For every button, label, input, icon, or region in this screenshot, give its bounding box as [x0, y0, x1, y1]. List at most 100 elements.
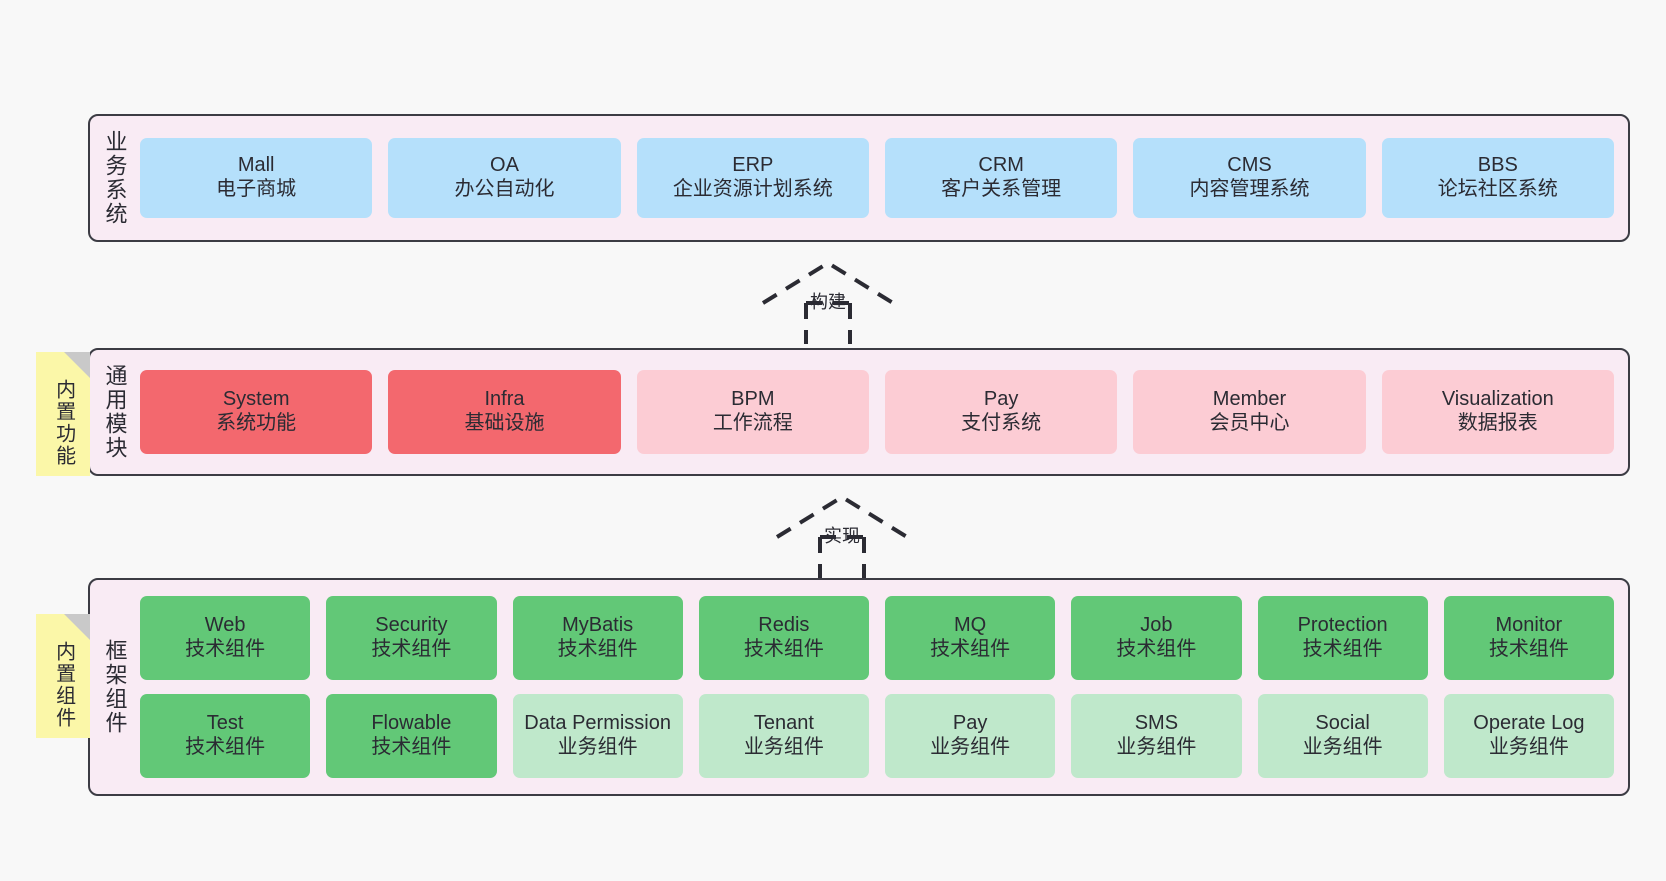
- card-subtitle: 办公自动化: [454, 178, 555, 200]
- card-subtitle: 技术组件: [371, 638, 452, 660]
- card-test[interactable]: Test 技术组件: [140, 694, 311, 778]
- card-flowable[interactable]: Flowable 技术组件: [326, 694, 497, 778]
- card-subtitle: 电子商城: [216, 178, 297, 200]
- card-title: Pay: [952, 712, 988, 735]
- card-title: Protection: [1297, 614, 1388, 637]
- card-bbs[interactable]: BBS 论坛社区系统: [1381, 138, 1614, 218]
- layer-body-common-modules: System 系统功能 Infra 基础设施 BPM 工作流程 Pay 支付系统…: [140, 350, 1628, 474]
- card-row: Test 技术组件 Flowable 技术组件 Data Permission …: [140, 694, 1614, 778]
- card-row: Web 技术组件 Security 技术组件 MyBatis 技术组件 Redi…: [140, 596, 1614, 680]
- card-title: Flowable: [371, 712, 452, 735]
- card-monitor[interactable]: Monitor 技术组件: [1443, 596, 1614, 680]
- card-title: Security: [375, 614, 448, 637]
- card-subtitle: 论坛社区系统: [1437, 178, 1558, 200]
- card-operate-log[interactable]: Operate Log 业务组件: [1443, 694, 1614, 778]
- arrow-implement-label: 实现: [824, 526, 860, 546]
- arrow-build-label: 构建: [810, 292, 846, 312]
- card-mq[interactable]: MQ 技术组件: [885, 596, 1056, 680]
- arrow-implement: 实现: [772, 492, 912, 578]
- note-text: 内置组件: [52, 641, 75, 729]
- card-bpm[interactable]: BPM 工作流程: [636, 370, 869, 454]
- card-security[interactable]: Security 技术组件: [326, 596, 497, 680]
- card-title: MyBatis: [562, 614, 634, 637]
- card-subtitle: 业务组件: [1302, 736, 1383, 758]
- card-subtitle: 系统功能: [216, 412, 297, 434]
- layer-business-systems: 业务系统 Mall 电子商城 OA 办公自动化 ERP 企业资源计划系统 CRM…: [88, 114, 1630, 242]
- card-social[interactable]: Social 业务组件: [1257, 694, 1428, 778]
- card-title: Mall: [237, 154, 275, 177]
- card-title: Infra: [484, 388, 525, 411]
- card-subtitle: 技术组件: [1116, 638, 1197, 660]
- card-cms[interactable]: CMS 内容管理系统: [1133, 138, 1366, 218]
- card-subtitle: 客户关系管理: [941, 178, 1062, 200]
- card-title: OA: [490, 154, 519, 177]
- card-title: Data Permission: [524, 712, 671, 735]
- layer-label-business-systems: 业务系统: [102, 130, 128, 226]
- card-protection[interactable]: Protection 技术组件: [1257, 596, 1428, 680]
- card-tenant[interactable]: Tenant 业务组件: [698, 694, 869, 778]
- layer-framework-components: 框架组件 Web 技术组件 Security 技术组件 MyBatis 技术组件…: [88, 578, 1630, 796]
- layer-common-modules: 通用模块 System 系统功能 Infra 基础设施 BPM 工作流程 Pay…: [88, 348, 1630, 476]
- card-title: Monitor: [1495, 614, 1563, 637]
- card-row: Mall 电子商城 OA 办公自动化 ERP 企业资源计划系统 CRM 客户关系…: [140, 138, 1614, 218]
- card-sms[interactable]: SMS 业务组件: [1071, 694, 1242, 778]
- card-subtitle: 企业资源计划系统: [672, 178, 833, 200]
- note-builtin-components: 内置组件: [36, 614, 90, 738]
- note-fold-corner-icon: [64, 614, 90, 640]
- card-title: System: [222, 388, 290, 411]
- card-subtitle: 技术组件: [185, 736, 266, 758]
- layer-label-common-modules: 通用模块: [102, 364, 128, 460]
- card-erp[interactable]: ERP 企业资源计划系统: [636, 138, 869, 218]
- card-visualization[interactable]: Visualization 数据报表: [1381, 370, 1614, 454]
- arrow-build-glyph: [761, 260, 895, 344]
- card-subtitle: 业务组件: [930, 736, 1011, 758]
- card-subtitle: 技术组件: [557, 638, 638, 660]
- card-title: Test: [206, 712, 244, 735]
- card-infra[interactable]: Infra 基础设施: [388, 370, 621, 454]
- layer-body-framework-components: Web 技术组件 Security 技术组件 MyBatis 技术组件 Redi…: [140, 580, 1628, 794]
- card-title: CMS: [1227, 154, 1272, 177]
- card-title: MQ: [954, 614, 987, 637]
- card-pay-component[interactable]: Pay 业务组件: [885, 694, 1056, 778]
- card-title: Operate Log: [1473, 712, 1585, 735]
- card-title: ERP: [732, 154, 774, 177]
- card-web[interactable]: Web 技术组件: [140, 596, 311, 680]
- card-mybatis[interactable]: MyBatis 技术组件: [512, 596, 683, 680]
- card-title: Visualization: [1441, 388, 1554, 411]
- card-subtitle: 基础设施: [464, 412, 545, 434]
- layer-label-framework-components: 框架组件: [102, 639, 128, 735]
- card-oa[interactable]: OA 办公自动化: [388, 138, 621, 218]
- arrow-implement-glyph: [775, 494, 909, 578]
- card-job[interactable]: Job 技术组件: [1071, 596, 1242, 680]
- card-title: Web: [204, 614, 246, 637]
- card-subtitle: 技术组件: [371, 736, 452, 758]
- card-title: Tenant: [753, 712, 814, 735]
- card-subtitle: 业务组件: [557, 736, 638, 758]
- card-mall[interactable]: Mall 电子商城: [140, 138, 373, 218]
- card-data-permission[interactable]: Data Permission 业务组件: [512, 694, 683, 778]
- card-subtitle: 工作流程: [712, 412, 793, 434]
- card-subtitle: 技术组件: [185, 638, 266, 660]
- card-subtitle: 数据报表: [1457, 412, 1538, 434]
- card-subtitle: 支付系统: [961, 412, 1042, 434]
- card-title: Member: [1212, 388, 1287, 411]
- card-subtitle: 技术组件: [1488, 638, 1569, 660]
- card-crm[interactable]: CRM 客户关系管理: [884, 138, 1118, 218]
- card-title: SMS: [1134, 712, 1179, 735]
- card-member[interactable]: Member 会员中心: [1133, 370, 1366, 454]
- card-title: Redis: [758, 614, 810, 637]
- card-title: CRM: [978, 154, 1024, 177]
- card-pay-module[interactable]: Pay 支付系统: [884, 370, 1118, 454]
- card-subtitle: 技术组件: [743, 638, 824, 660]
- layer-body-business-systems: Mall 电子商城 OA 办公自动化 ERP 企业资源计划系统 CRM 客户关系…: [140, 116, 1628, 240]
- card-title: BBS: [1477, 154, 1518, 177]
- card-title: BPM: [731, 388, 775, 411]
- card-subtitle: 业务组件: [1116, 736, 1197, 758]
- card-redis[interactable]: Redis 技术组件: [698, 596, 869, 680]
- card-title: Social: [1315, 712, 1370, 735]
- card-subtitle: 会员中心: [1209, 412, 1290, 434]
- card-system[interactable]: System 系统功能: [140, 370, 373, 454]
- card-subtitle: 内容管理系统: [1189, 178, 1310, 200]
- card-title: Job: [1140, 614, 1173, 637]
